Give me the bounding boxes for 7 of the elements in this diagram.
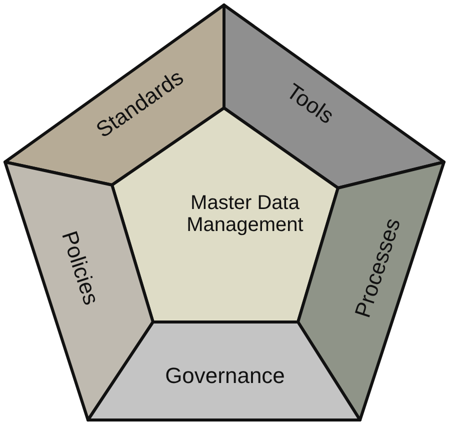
segment-label: Master Data Management xyxy=(186,192,304,236)
policies-segment xyxy=(5,162,153,420)
segment-label: Policies xyxy=(56,228,104,308)
standards-segment xyxy=(5,5,224,185)
segment-label: Governance xyxy=(165,364,285,388)
tools-segment xyxy=(224,5,444,188)
governance-segment xyxy=(88,322,360,420)
